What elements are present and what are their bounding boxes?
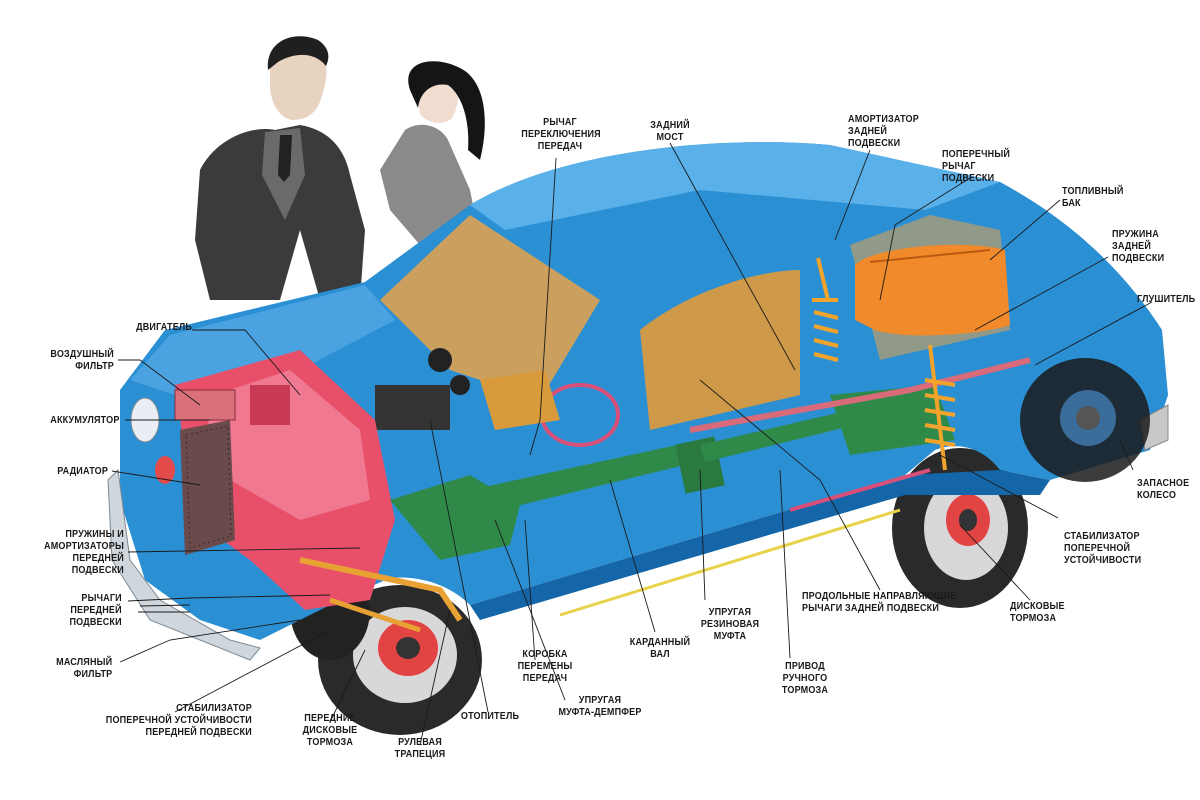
people-illustration bbox=[195, 36, 485, 300]
label-disc-brakes: ДИСКОВЫЕ ТОРМОЗА bbox=[1010, 600, 1065, 624]
label-radiator: РАДИАТОР bbox=[57, 465, 108, 477]
fuel-tank bbox=[855, 244, 1010, 336]
label-damper-coupling: УПРУГАЯ МУФТА-ДЕМПФЕР bbox=[558, 694, 642, 718]
label-engine: ДВИГАТЕЛЬ bbox=[136, 321, 192, 333]
label-front-arms: РЫЧАГИ ПЕРЕДНЕЙ ПОДВЕСКИ bbox=[69, 592, 122, 628]
label-fuel-tank: ТОПЛИВНЫЙ БАК bbox=[1062, 185, 1124, 209]
label-spare-wheel: ЗАПАСНОЕ КОЛЕСО bbox=[1137, 477, 1190, 501]
label-front-stabilizer: СТАБИЛИЗАТОР ПОПЕРЕЧНОЙ УСТОЙЧИВОСТИ ПЕР… bbox=[105, 702, 252, 738]
label-front-springs: ПРУЖИНЫ И АМОРТИЗАТОРЫ ПЕРЕДНЕЙ ПОДВЕСКИ bbox=[44, 528, 124, 576]
label-gear-lever: РЫЧАГ ПЕРЕКЛЮЧЕНИЯ ПЕРЕДАЧ bbox=[521, 116, 601, 152]
engine bbox=[174, 350, 395, 610]
label-gearbox: КОРОБКА ПЕРЕМЕНЫ ПЕРЕДАЧ bbox=[517, 648, 573, 684]
label-parking-brake: ПРИВОД РУЧНОГО ТОРМОЗА bbox=[781, 660, 829, 696]
label-driveshaft: КАРДАННЫЙ ВАЛ bbox=[629, 636, 691, 660]
label-rear-cross-arm: ПОПЕРЕЧНЫЙ РЫЧАГ ПОДВЕСКИ bbox=[942, 148, 1010, 184]
label-air-filter: ВОЗДУШНЫЙ ФИЛЬТР bbox=[50, 348, 114, 372]
label-heater: ОТОПИТЕЛЬ bbox=[460, 710, 520, 722]
label-steering-linkage: РУЛЕВАЯ ТРАПЕЦИЯ bbox=[394, 736, 446, 760]
label-front-brakes: ПЕРЕДНИЕ ДИСКОВЫЕ ТОРМОЗА bbox=[302, 712, 358, 748]
drivetrain bbox=[299, 257, 1031, 633]
label-rear-stabilizer: СТАБИЛИЗАТОР ПОПЕРЕЧНОЙ УСТОЙЧИВОСТИ bbox=[1064, 530, 1142, 566]
label-rear-shock: АМОРТИЗАТОР ЗАДНЕЙ ПОДВЕСКИ bbox=[848, 113, 919, 149]
label-rubber-coupling: УПРУГАЯ РЕЗИНОВАЯ МУФТА bbox=[700, 606, 760, 642]
label-rear-axle: ЗАДНИЙ МОСТ bbox=[650, 119, 690, 143]
label-battery: АККУМУЛЯТОР bbox=[50, 414, 120, 426]
leader-lines bbox=[111, 142, 1153, 746]
label-rear-trailing-arms: ПРОДОЛЬНЫЕ НАПРАВЛЯЮЩИЕ РЫЧАГИ ЗАДНЕЙ ПО… bbox=[802, 590, 957, 614]
label-muffler: ГЛУШИТЕЛЬ bbox=[1137, 293, 1196, 305]
label-oil-filter: МАСЛЯНЫЙ ФИЛЬТР bbox=[55, 656, 112, 680]
label-rear-spring: ПРУЖИНА ЗАДНЕЙ ПОДВЕСКИ bbox=[1112, 228, 1165, 264]
